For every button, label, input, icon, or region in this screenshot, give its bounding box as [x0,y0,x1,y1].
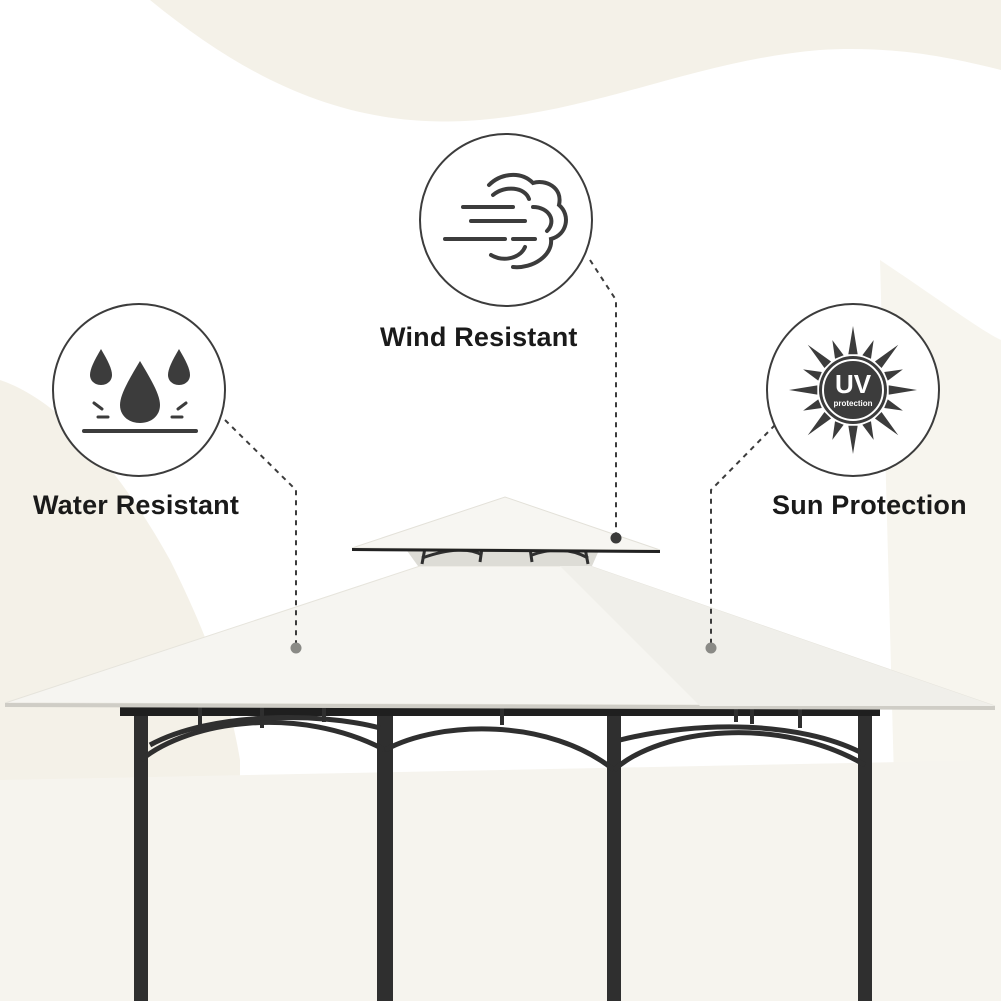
sun-ray [807,411,832,436]
sun-ray [832,421,844,440]
water-drops-icon [82,349,198,433]
background-floor [0,760,1001,1001]
gazebo-leg-front-center-right [607,700,621,1001]
wind-icon [443,173,568,270]
sun-ray [884,399,903,411]
sun-ray [848,326,858,355]
sun-ray [807,344,832,369]
gazebo-frame [134,695,872,1001]
sun-ray [874,344,899,369]
gazebo-leg-front-right [858,705,872,1001]
sun-ray [862,340,874,359]
gazebo-arches [139,715,867,772]
gazebo-leg-front-center-left [377,695,393,1001]
sun-ray [789,385,818,395]
top-canopy-edge [352,548,660,553]
gazebo-leg-front-left [134,700,148,1001]
water-resistant-label: Water Resistant [33,490,240,520]
uv-subtext: protection [833,399,872,408]
sun-ray [803,369,822,381]
canopy-edge [5,703,995,710]
uv-text: UV [835,369,872,399]
sun-ray [848,425,858,454]
water-badge [52,303,226,477]
sun-ray [803,399,822,411]
sun-ray [884,369,903,381]
sun-ray [874,411,899,436]
sun-protection-label: Sun Protection [772,490,967,520]
wind-badge [419,133,593,307]
canopy-right-face [560,566,995,706]
callout-dots [290,532,717,654]
sun-ray [832,340,844,359]
wind-resistant-label: Wind Resistant [380,322,578,352]
background-wave-top [150,0,1001,122]
uv-sun-icon: UV protection [789,326,917,454]
sun-ray [888,385,917,395]
callout-lines [224,259,776,645]
canopy-vent [405,548,600,566]
sun-ray [862,421,874,440]
sun-badge: UV protection [766,303,940,477]
